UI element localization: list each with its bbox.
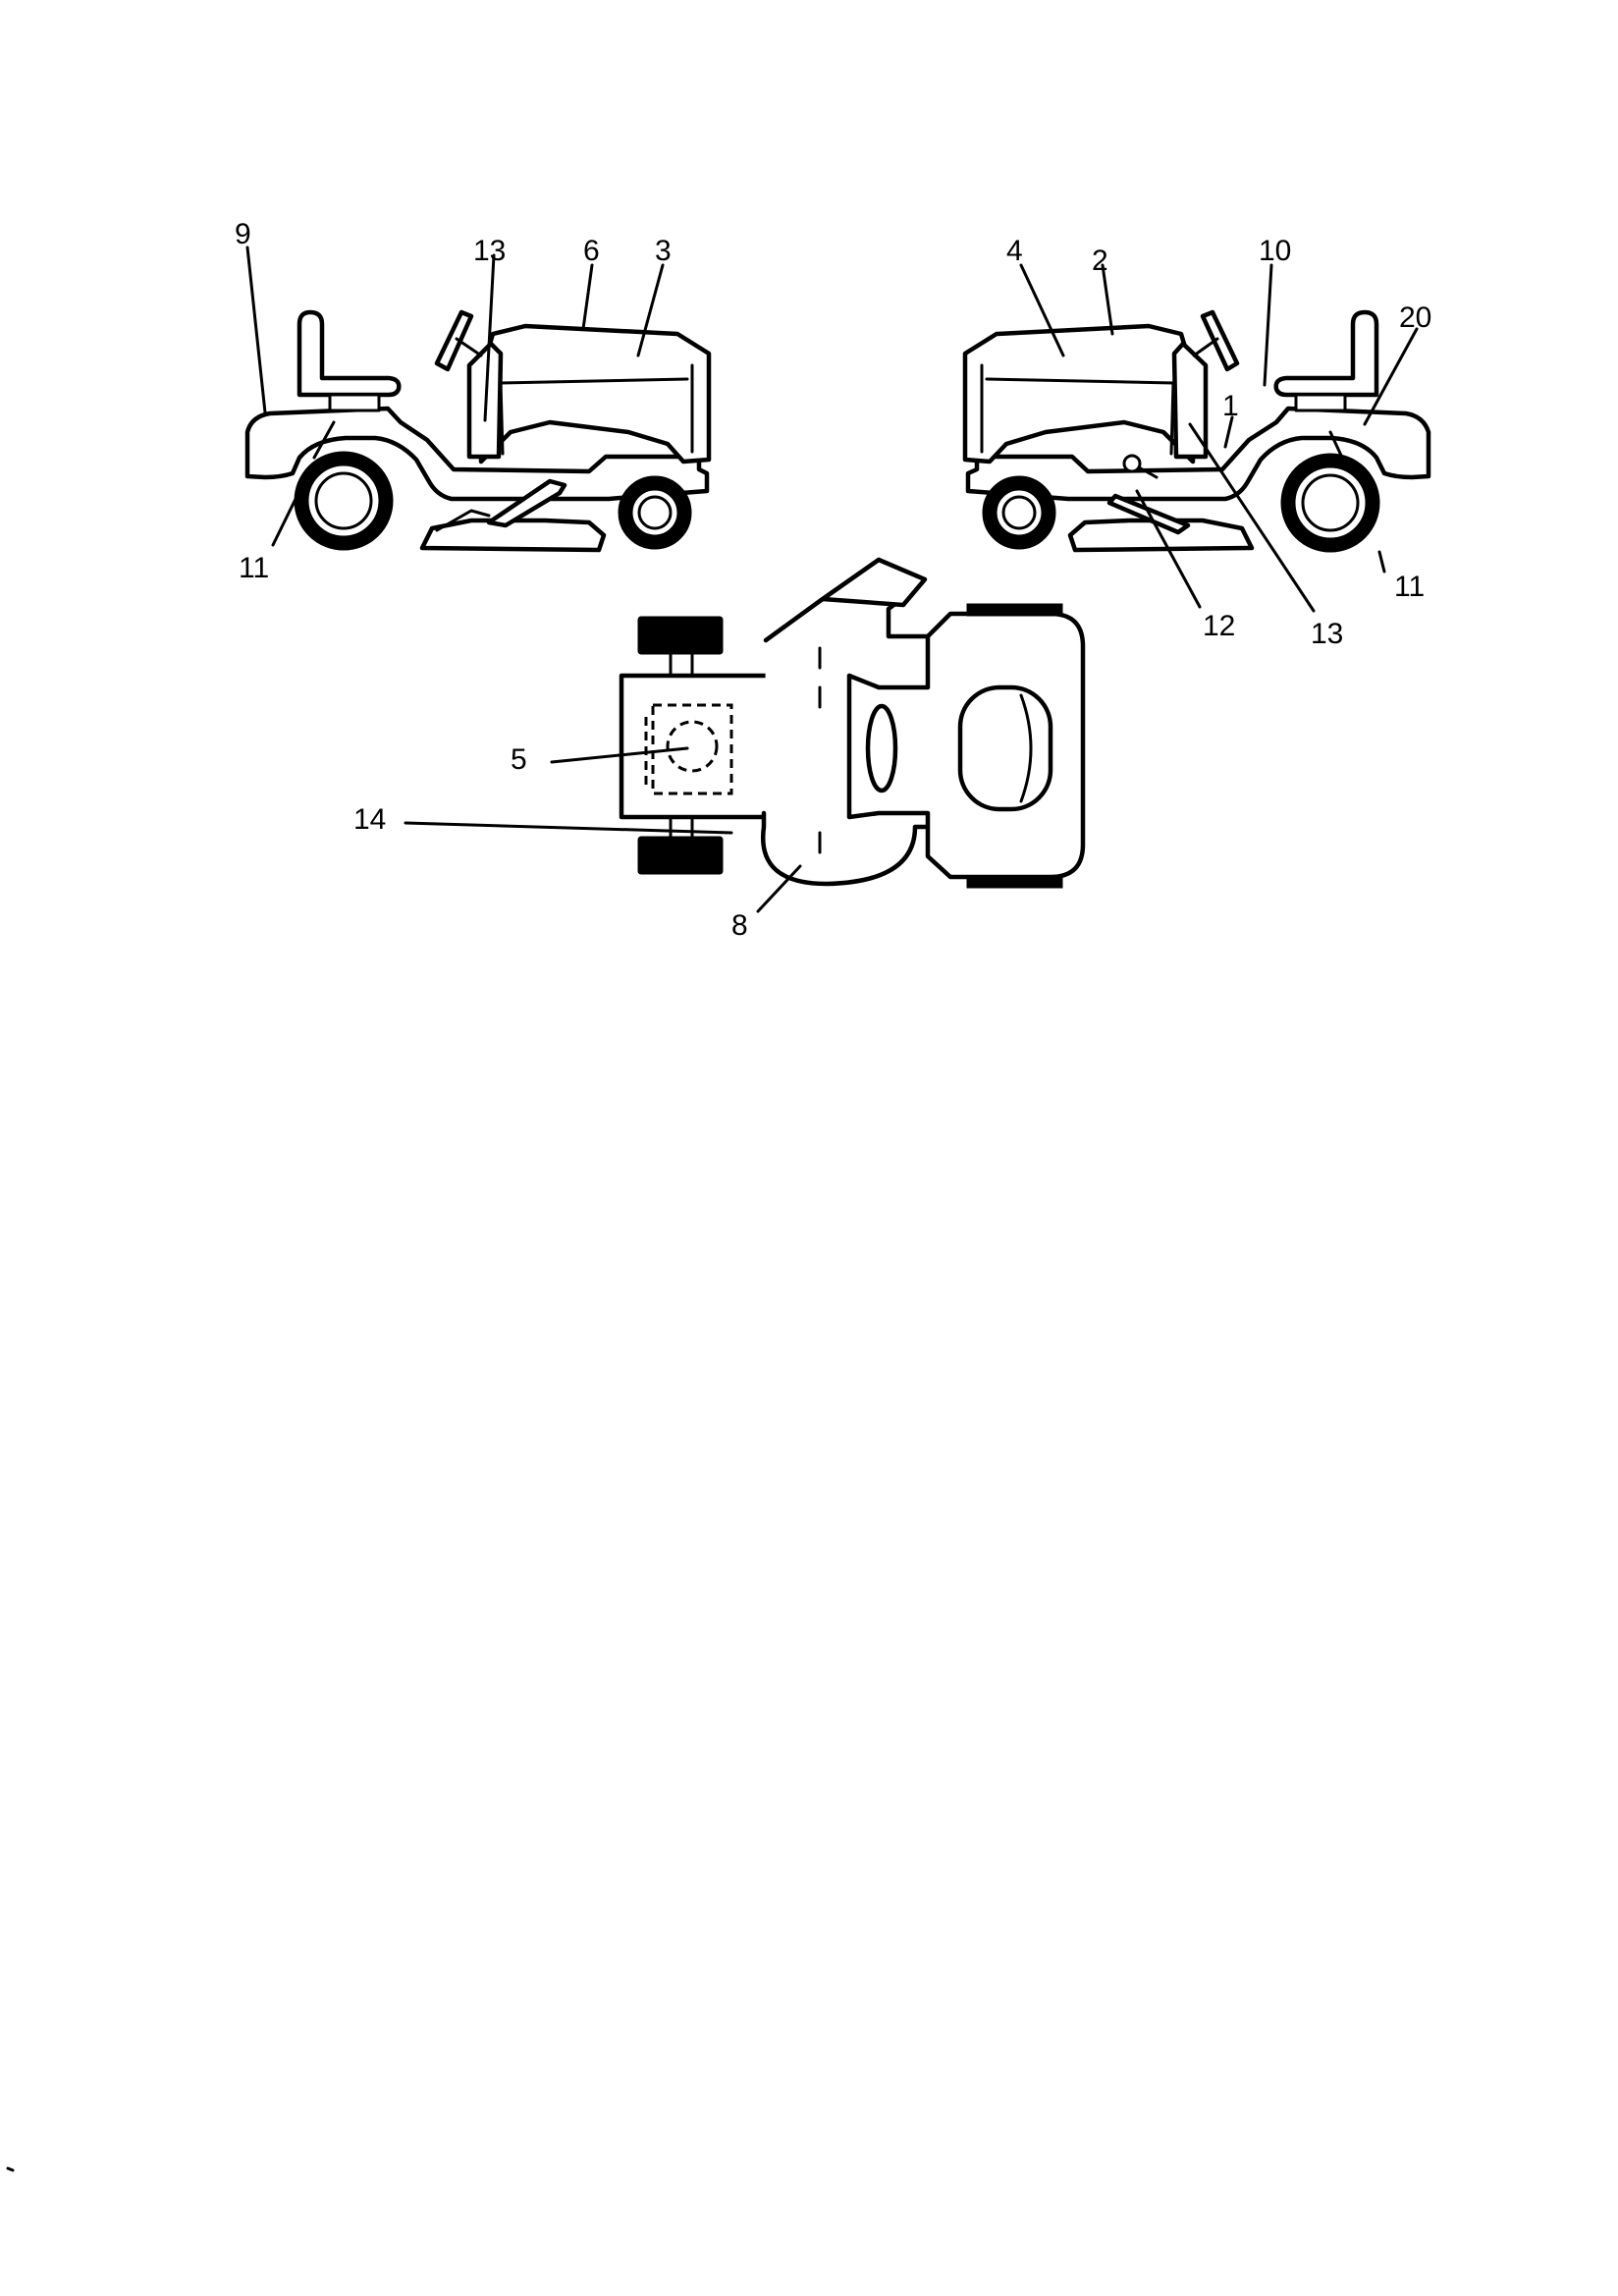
discharge-chute-top (820, 557, 928, 608)
front-wheel-top-upper (966, 603, 1063, 617)
front-hub-right (1001, 495, 1037, 530)
leader-11-right-rear (1328, 430, 1345, 462)
callout-2: 2 (1092, 245, 1108, 277)
seat-circle-top (666, 720, 719, 773)
leader-8 (756, 864, 802, 913)
callout-4: 4 (1006, 235, 1023, 267)
leader-5 (550, 746, 689, 764)
rear-wheel-top-lower (637, 836, 724, 875)
mower-deck-left (419, 518, 607, 553)
leader-3 (636, 263, 665, 357)
seat (297, 309, 402, 398)
hood-left (478, 323, 712, 465)
leader-6 (581, 263, 594, 331)
leader-10 (1263, 263, 1273, 387)
leader-11-left-rear (312, 420, 336, 460)
hood-line-right (985, 377, 1175, 385)
rear-wheel-top-upper (637, 616, 724, 655)
deck-arm-left (435, 509, 491, 532)
tractor-right-side-view (962, 309, 1431, 553)
callout-9: 9 (235, 218, 251, 250)
steering-wheel-top (865, 703, 898, 793)
hood-right (962, 323, 1196, 465)
seat-base (328, 393, 381, 412)
rear-hub-right (1301, 473, 1360, 532)
steering-column-left (455, 337, 483, 357)
front-hub-left (637, 495, 673, 530)
callout-11-left: 11 (239, 552, 269, 584)
leader-2 (1101, 263, 1114, 336)
callout-labels: 9 13 6 3 11 4 2 10 20 1 12 13 11 5 14 8 (235, 218, 1431, 942)
callout-5: 5 (511, 743, 527, 776)
seat-base-right (1294, 393, 1347, 412)
deck-lift-knob (1122, 454, 1142, 473)
callout-8: 8 (731, 909, 748, 942)
leader-11-left (271, 489, 301, 547)
rear-axle-upper (669, 652, 694, 678)
callout-13-right: 13 (1311, 618, 1343, 650)
engine-cover-inner (1019, 693, 1033, 803)
steering-wheel-right (1200, 309, 1240, 372)
rear-axle-lower (669, 815, 694, 839)
tractor-left-side-view (244, 309, 712, 553)
callout-13-left: 13 (473, 235, 506, 267)
leader-11-right (1377, 550, 1386, 574)
steering-column-right (1192, 337, 1219, 357)
callout-20: 20 (1399, 301, 1431, 334)
callout-12: 12 (1203, 610, 1235, 642)
leader-20 (1363, 327, 1419, 426)
hood-line-left (499, 377, 689, 385)
seat-right (1273, 309, 1379, 398)
leader-13-left (483, 253, 496, 422)
tractor-top-view (619, 557, 1086, 889)
seat-outline-top (651, 703, 733, 795)
callout-3: 3 (655, 235, 672, 267)
leader-12 (1135, 489, 1202, 609)
steering-wheel-left (434, 309, 474, 372)
callout-14: 14 (353, 803, 386, 836)
leader-14 (404, 821, 733, 835)
leader-lines (245, 246, 1419, 913)
front-wheel-top-lower (966, 875, 1063, 889)
scan-mark (6, 2166, 15, 2172)
rear-hub-left (314, 471, 373, 530)
callout-1: 1 (1222, 390, 1239, 422)
leader-4 (1019, 263, 1065, 357)
dash-right (1171, 341, 1209, 460)
callout-6: 6 (583, 235, 600, 267)
callout-11-right: 11 (1394, 571, 1425, 603)
leader-9 (245, 246, 267, 414)
deck-lever-left (486, 478, 567, 528)
engine-cover-top (957, 684, 1053, 812)
leader-1 (1223, 415, 1234, 449)
deck-lift-lever (1137, 465, 1159, 479)
callout-10: 10 (1259, 235, 1291, 267)
rear-fender-right (965, 406, 1431, 502)
leader-13-right (1188, 422, 1316, 613)
